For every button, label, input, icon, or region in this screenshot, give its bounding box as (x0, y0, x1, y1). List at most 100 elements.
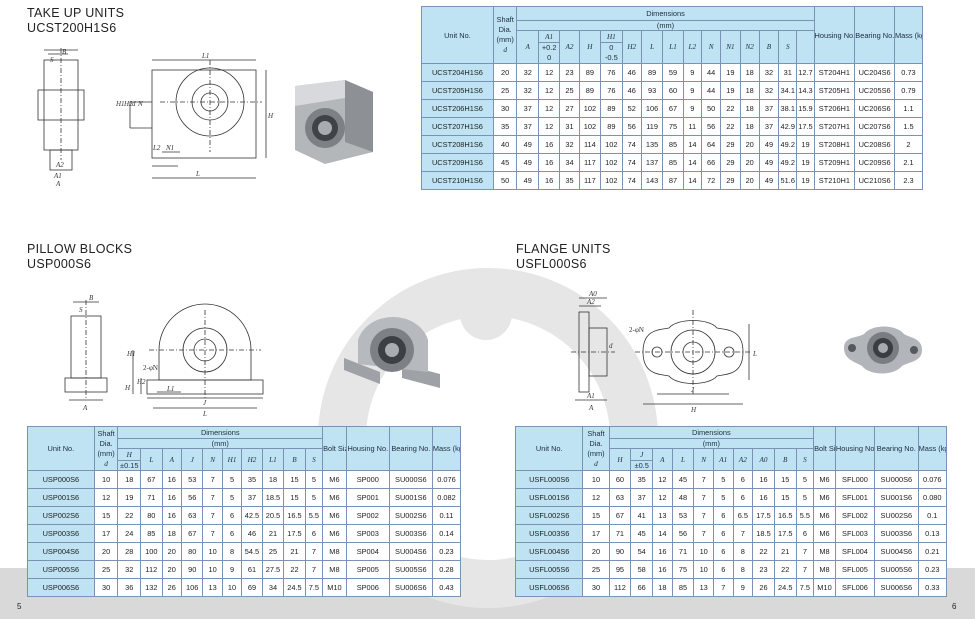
pillow-cell: 132 (140, 578, 163, 597)
flange-label-a2: A2 (586, 298, 595, 306)
pillow-cell: 25 (261, 542, 285, 561)
pillow-label-2n: 2-φN (143, 364, 158, 372)
takeup-cell: 66 (700, 153, 722, 172)
takeup-cell: 89 (600, 99, 623, 118)
pillow-cell: 37 (241, 488, 263, 507)
flange-unit-cell: USFL002S6 (514, 506, 584, 525)
pillow-cell: SP000 (345, 470, 390, 489)
takeup-cell: 44 (700, 81, 722, 100)
flange-cell: SFL004 (834, 542, 876, 561)
takeup-cell: 23 (559, 63, 580, 82)
flange-cell: 17.5 (752, 506, 775, 525)
takeup-unit-cell: UCST210H1S6 (421, 171, 494, 190)
takeup-cell: 37 (516, 117, 539, 136)
flange-sym-n: N (693, 448, 714, 471)
pillow-cell: SU001S6 (388, 488, 433, 507)
flange-sym-a0: A0 (752, 448, 775, 471)
pillow-cell: 0.076 (431, 470, 462, 489)
takeup-photo (285, 76, 381, 173)
takeup-cell: ST209H1 (813, 153, 856, 172)
pillow-cell: 7 (202, 470, 223, 489)
flange-cell: SU001S6 (874, 488, 919, 507)
takeup-cell: 20 (492, 63, 518, 82)
pillow-cell: 0.23 (431, 542, 462, 561)
pillow-cell: 6 (304, 524, 324, 543)
pillow-cell: 21 (261, 524, 285, 543)
takeup-unit-cell: UCST209H1S6 (421, 153, 494, 172)
flange-cell: 8 (732, 542, 754, 561)
pillow-cell: SU006S6 (388, 578, 433, 597)
takeup-cell: 18 (739, 99, 760, 118)
flange-cell: 7 (693, 470, 714, 489)
pillow-cell: 17.5 (283, 524, 306, 543)
flange-cell: SU004S6 (874, 542, 919, 561)
flange-cell: 13 (693, 578, 714, 597)
takeup-header-housing: Housing No. (813, 6, 856, 64)
takeup-drawing-svg: B S L1 H1 H2 d N H L2 N1 L A2 A1 A (37, 48, 274, 188)
takeup-cell: 102 (600, 135, 623, 154)
takeup-sym-blank (796, 30, 815, 64)
flange-header-unit: Unit No. (514, 426, 584, 471)
pillow-cell: 20.5 (261, 506, 285, 525)
takeup-cell: 45 (492, 153, 518, 172)
pillow-cell: 20 (161, 542, 182, 561)
pillow-cell: 16.5 (283, 506, 306, 525)
flange-unit-cell: USFL003S6 (514, 524, 584, 543)
takeup-cell: 85 (662, 135, 684, 154)
takeup-cell: 17.5 (796, 117, 815, 136)
pillow-cell: SP006 (345, 578, 390, 597)
flange-cell: SU002S6 (874, 506, 919, 525)
flange-cell: SFL002 (834, 506, 876, 525)
takeup-cell: 20 (739, 171, 760, 190)
flange-cell: M6 (813, 524, 836, 543)
takeup-cell: UC208S6 (854, 135, 895, 154)
flange-cell: 5 (712, 470, 734, 489)
takeup-cell: 20 (739, 135, 760, 154)
flange-cell: 16 (652, 542, 673, 561)
flange-cell: 5.5 (795, 506, 815, 525)
flange-cell: 66 (630, 578, 654, 597)
pillow-cell: M8 (322, 542, 347, 561)
flange-header-housing: Housing No. (834, 426, 876, 471)
takeup-cell: 137 (640, 153, 664, 172)
takeup-cell: 1.1 (893, 99, 924, 118)
takeup-cell: 50 (492, 171, 518, 190)
takeup-cell: 22 (720, 99, 741, 118)
takeup-cell: 89 (578, 81, 602, 100)
flange-cell: 0.21 (917, 542, 948, 561)
takeup-label-b: B (62, 48, 67, 56)
takeup-cell: 102 (578, 117, 602, 136)
takeup-cell: 2.3 (893, 171, 924, 190)
pillow-header-dimensions: Dimensions (117, 426, 324, 439)
pillow-cell: 5 (221, 470, 243, 489)
pillow-drawing-svg: B S H1 H2 2-φN H L1 J L A (64, 294, 264, 418)
flange-cell: 25 (582, 560, 610, 579)
pillow-cell: 7 (202, 506, 223, 525)
flange-cell: 6 (712, 506, 734, 525)
flange-cell: 13 (652, 506, 673, 525)
pillow-cell: 25 (93, 560, 119, 579)
takeup-cell: 74 (621, 153, 642, 172)
flange-cell: 63 (608, 488, 632, 507)
flange-cell: 12 (652, 470, 673, 489)
takeup-cell: 85 (662, 153, 684, 172)
takeup-cell: ST206H1 (813, 99, 856, 118)
flange-sym-j: J (630, 448, 654, 461)
takeup-cell: 93 (640, 81, 664, 100)
takeup-cell: 60 (662, 81, 684, 100)
takeup-cell: 44 (700, 63, 722, 82)
takeup-cell: 46 (621, 63, 642, 82)
pillow-cell: 61 (241, 560, 263, 579)
takeup-drawing: B S L1 H1 H2 d N H L2 N1 L A2 A1 A (30, 40, 275, 190)
pillow-sym-h: H (117, 448, 142, 461)
pillow-sym-h1: H1 (221, 448, 243, 471)
takeup-cell: 16 (537, 153, 561, 172)
pillow-cell: 80 (140, 506, 163, 525)
takeup-cell: 59 (662, 63, 684, 82)
